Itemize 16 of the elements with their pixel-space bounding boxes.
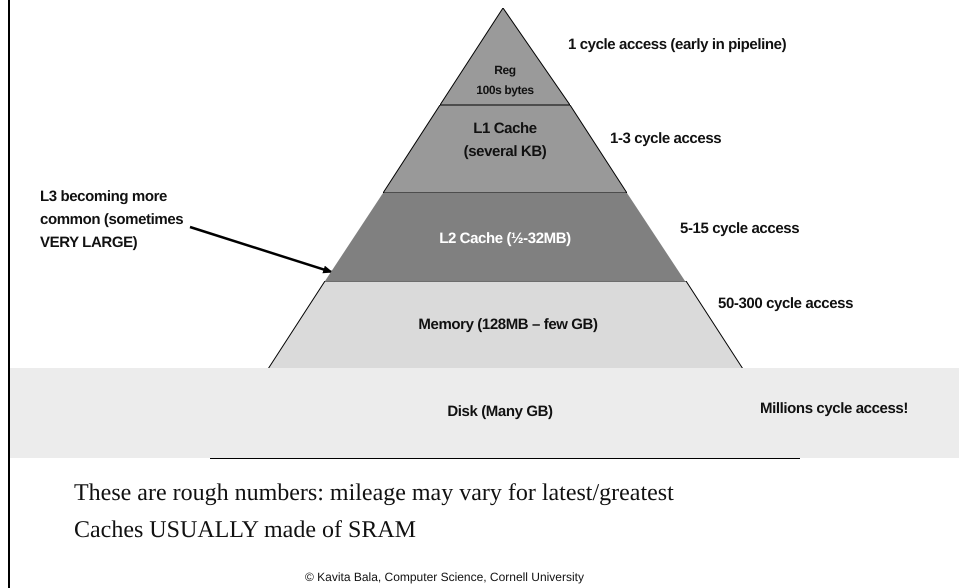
- access-time-label: 1-3 cycle access: [610, 130, 722, 147]
- tier-label: Disk (Many GB): [446, 402, 554, 422]
- copyright-footer: © Kavita Bala, Computer Science, Cornell University: [305, 570, 584, 584]
- note-text: These are rough numbers: mileage may vary for latest/greatest: [74, 480, 674, 507]
- tier-label: L2 Cache (½-32MB): [438, 229, 572, 249]
- access-time-label: 50-300 cycle access: [718, 295, 854, 312]
- tier-label: Reg: [493, 62, 517, 79]
- annotation-text: L3 becoming more common (sometimes VERY LARGE): [40, 187, 184, 253]
- note-text: Caches USUALLY made of SRAM: [74, 517, 416, 544]
- tier-label: L1 Cache (several KB): [462, 119, 548, 162]
- access-time-label: 5-15 cycle access: [680, 220, 800, 237]
- arrow: [190, 226, 334, 274]
- tier-label: Memory (128MB – few GB): [417, 315, 599, 335]
- access-time-label: Millions cycle access!: [760, 400, 908, 417]
- access-time-label: 1 cycle access (early in pipeline): [568, 36, 786, 53]
- tier-size-label: 100s bytes: [475, 82, 535, 99]
